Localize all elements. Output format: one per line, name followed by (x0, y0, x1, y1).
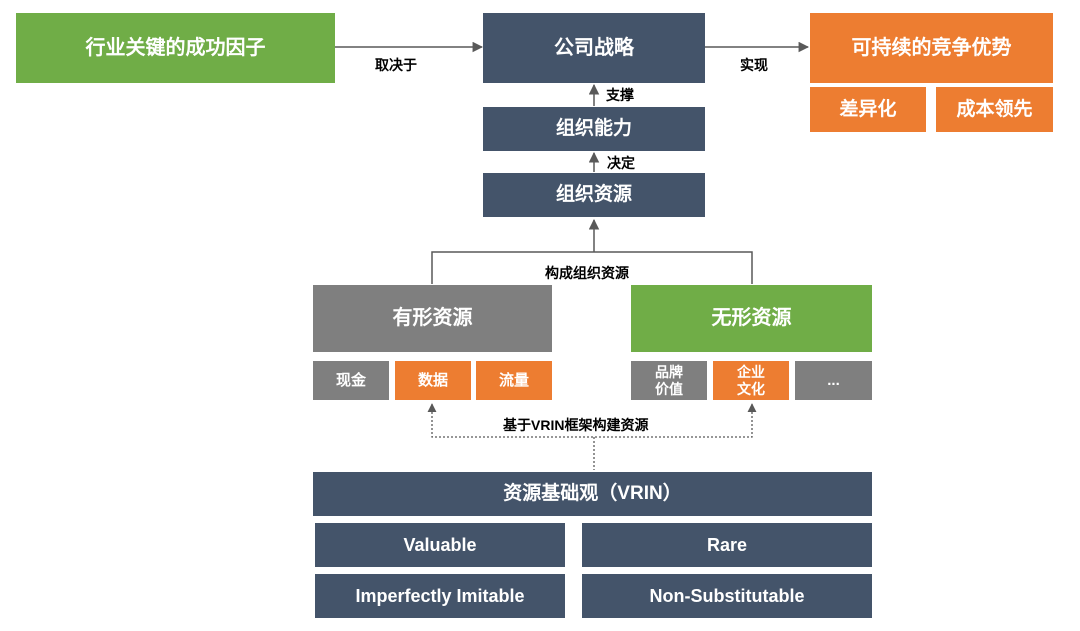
org-capability-box: 组织能力 (483, 107, 705, 151)
cost-leadership-box: 成本领先 (936, 87, 1053, 132)
org-resources-box: 组织资源 (483, 173, 705, 217)
tangible-item-traffic: 流量 (476, 361, 552, 400)
industry-kfs-box: 行业关键的成功因子 (16, 13, 335, 83)
intangible-item-brand: 品牌 价值 (631, 361, 707, 400)
label-vrin-build: 基于VRIN框架构建资源 (503, 417, 649, 433)
differentiation-box: 差异化 (810, 87, 926, 132)
vrin-non-substitutable-box: Non-Substitutable (582, 574, 872, 618)
sustainable-advantage-box: 可持续的竞争优势 (810, 13, 1053, 83)
tangible-item-data: 数据 (395, 361, 471, 400)
label-realize: 实现 (740, 57, 768, 73)
label-determine: 决定 (607, 155, 635, 171)
label-compose-resources: 构成组织资源 (545, 265, 629, 281)
dotted-bracket-vrin (427, 403, 757, 438)
company-strategy-box: 公司战略 (483, 13, 705, 83)
tangible-resources-box: 有形资源 (313, 285, 552, 352)
label-depends-on: 取决于 (375, 57, 417, 73)
intangible-item-culture: 企业 文化 (713, 361, 789, 400)
vrin-valuable-box: Valuable (315, 523, 565, 567)
vrin-imperfectly-imitable-box: Imperfectly Imitable (315, 574, 565, 618)
tangible-item-cash: 现金 (313, 361, 389, 400)
intangible-resources-box: 无形资源 (631, 285, 872, 352)
vrin-rare-box: Rare (582, 523, 872, 567)
vrin-title-box: 资源基础观（VRIN） (313, 472, 872, 516)
intangible-item-more: ... (795, 361, 872, 400)
bracket-compose-resources (431, 251, 753, 284)
label-support: 支撑 (606, 87, 634, 103)
